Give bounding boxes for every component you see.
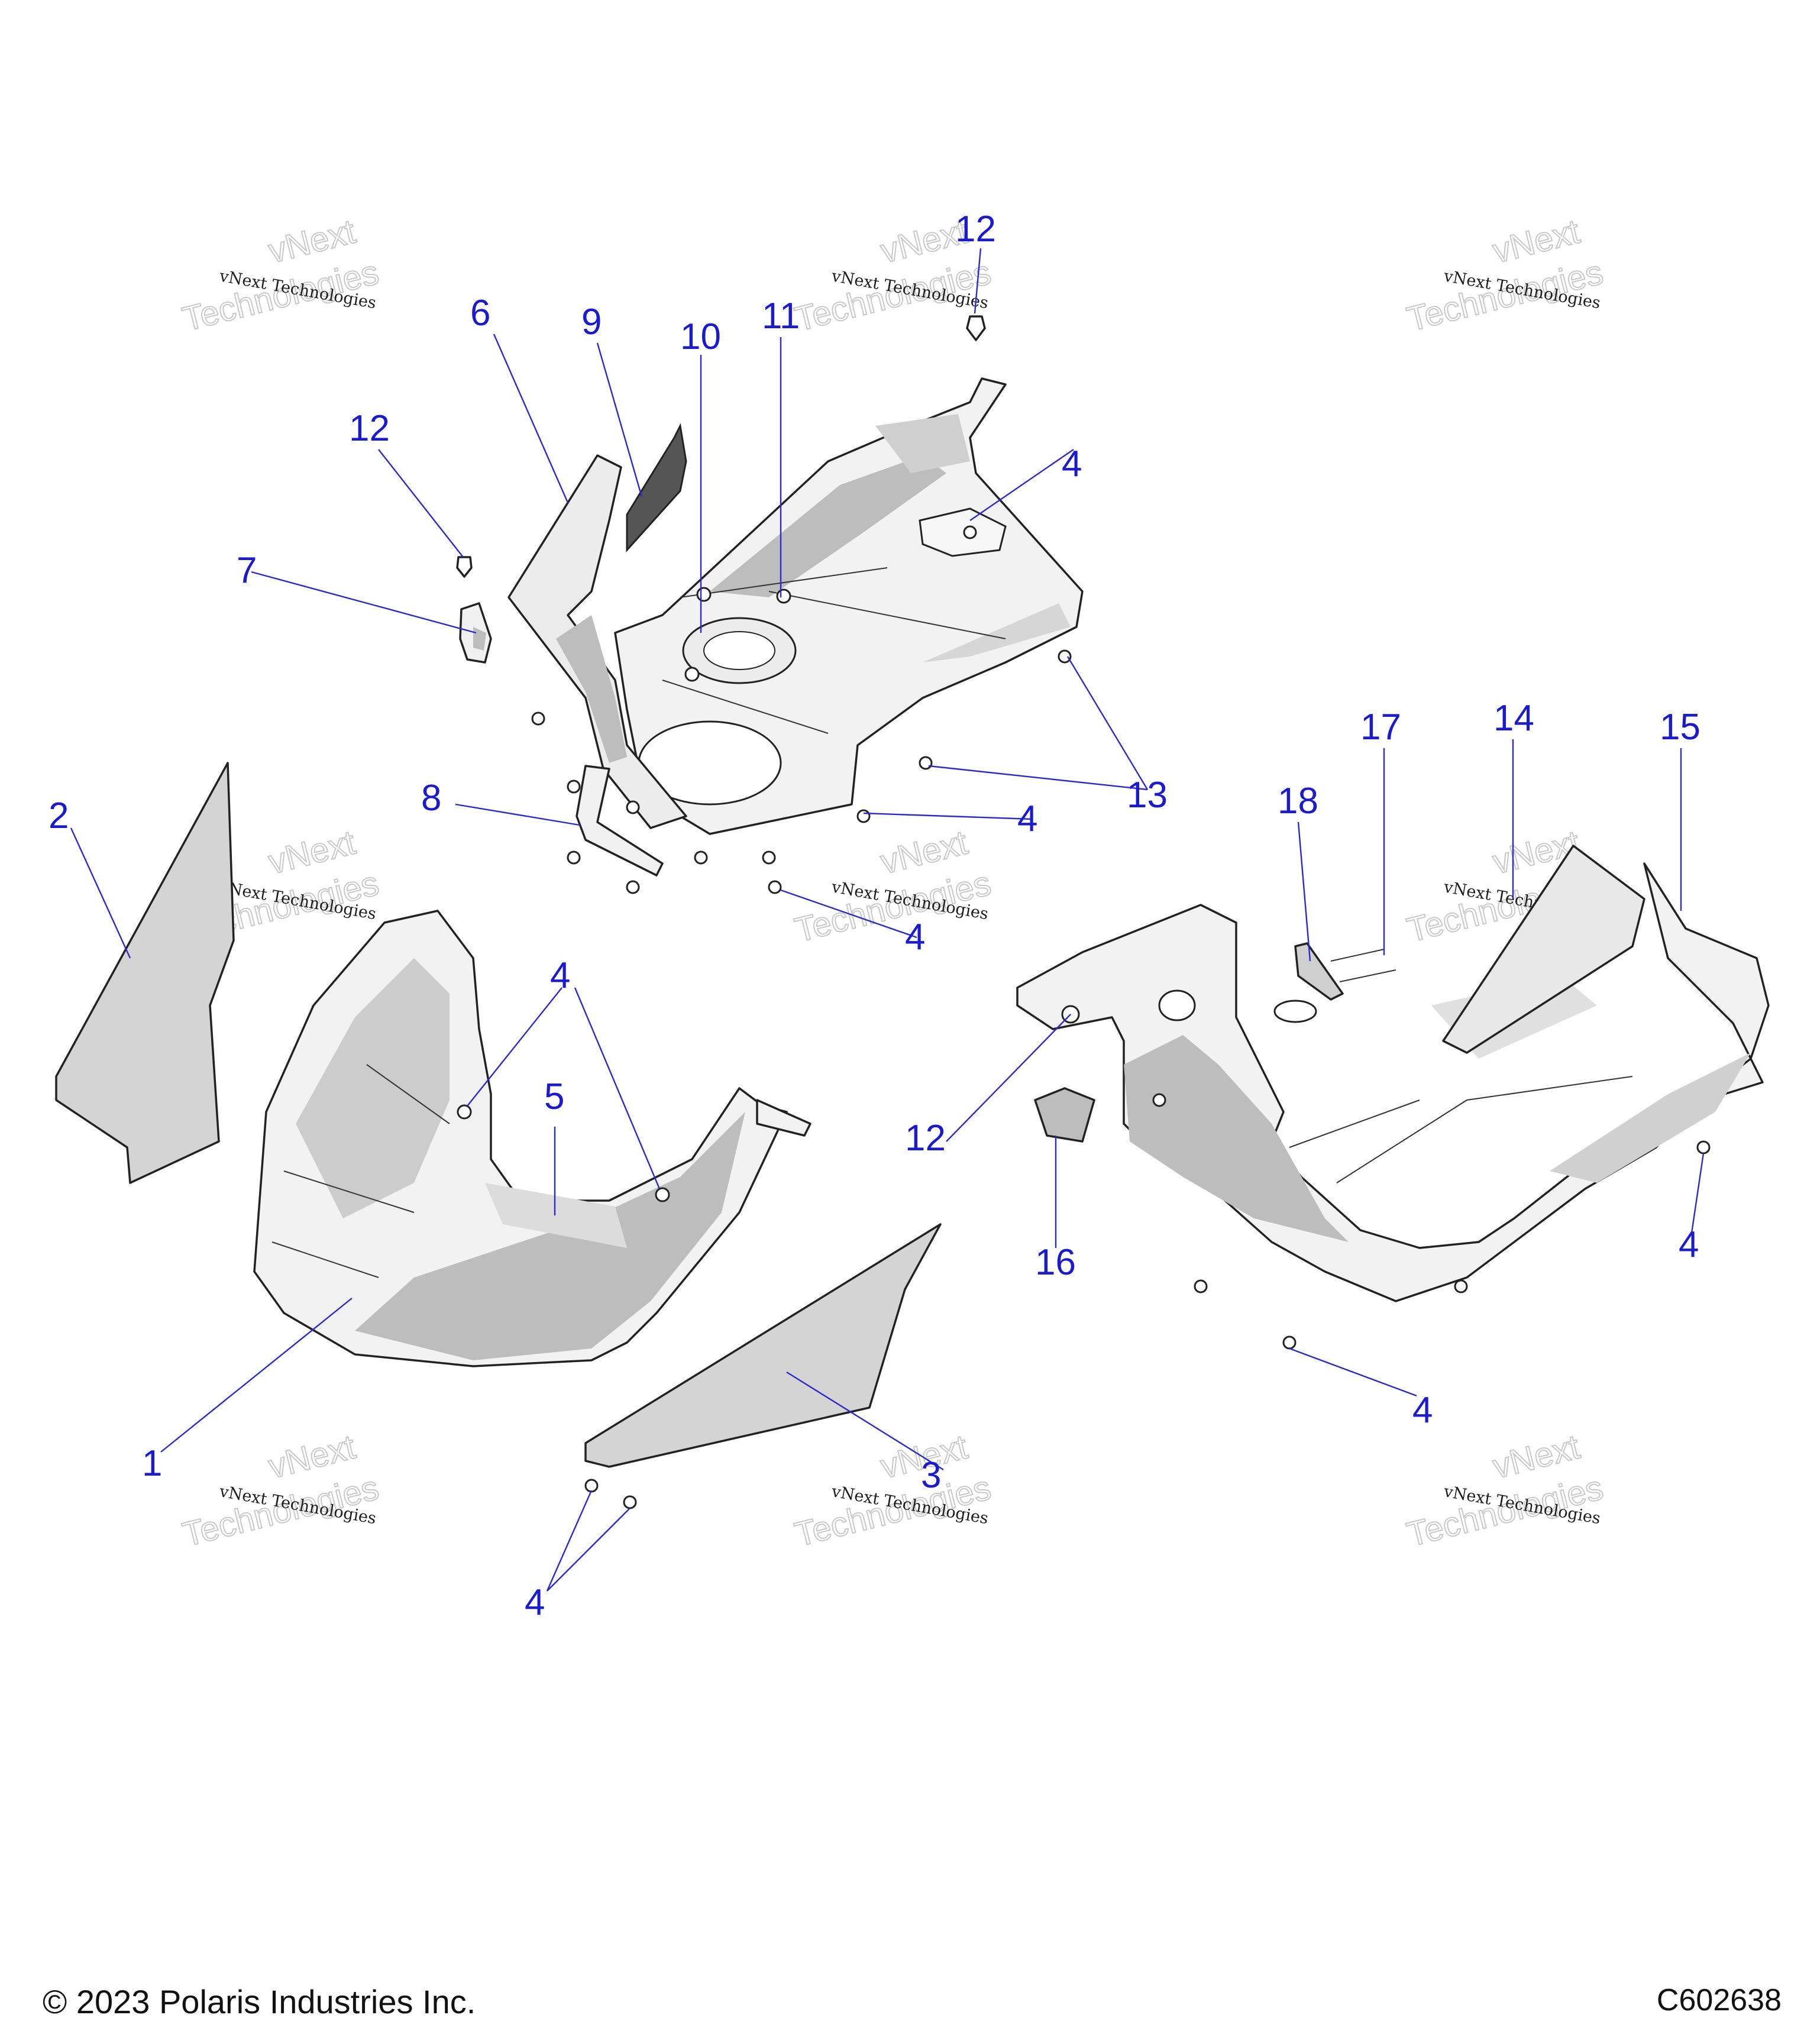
bracket-part-8 bbox=[576, 765, 664, 877]
callout-16: 16 bbox=[1035, 1242, 1076, 1283]
fastener-group-right bbox=[1194, 1140, 1711, 1350]
figure-id: C602638 bbox=[1656, 1983, 1782, 2017]
callout-17: 17 bbox=[1360, 707, 1401, 748]
bracket-part-18 bbox=[1294, 942, 1344, 1001]
watermark-mc: vNext Technologies vNext Technologies bbox=[790, 823, 995, 950]
callout-4: 4 bbox=[1412, 1390, 1433, 1431]
callout-3: 3 bbox=[921, 1455, 941, 1496]
callout-6: 6 bbox=[470, 293, 490, 334]
side-panel-part-3 bbox=[584, 1223, 942, 1468]
callout-4: 4 bbox=[550, 955, 570, 996]
side-panel-part-2 bbox=[55, 762, 235, 1184]
callout-13: 13 bbox=[1127, 775, 1168, 816]
callout-5: 5 bbox=[544, 1076, 564, 1117]
watermark-bl: vNext Technologies vNext Technologies bbox=[178, 1427, 383, 1555]
callout-4: 4 bbox=[1062, 444, 1082, 484]
callout-15: 15 bbox=[1660, 707, 1700, 748]
fastener-group-top bbox=[531, 525, 1072, 894]
fastener-group-bottom-left bbox=[584, 1479, 637, 1509]
watermark-tl: vNext Technologies vNext Technologies bbox=[178, 212, 383, 339]
callout-4: 4 bbox=[1679, 1224, 1699, 1265]
copyright-text: © 2023 Polaris Industries Inc. bbox=[43, 1983, 476, 2020]
callout-10: 10 bbox=[680, 316, 721, 357]
watermark-bc: vNext Technologies vNext Technologies bbox=[790, 1427, 995, 1555]
leader-lines bbox=[70, 248, 1705, 1592]
callout-8: 8 bbox=[421, 778, 441, 819]
belly-pan-part-10 bbox=[614, 377, 1084, 835]
callout-14: 14 bbox=[1493, 698, 1534, 739]
hood-part-1 bbox=[253, 910, 811, 1367]
callout-labels: 1 2 3 4 4 4 4 4 4 4 5 6 7 8 9 10 11 12 1… bbox=[49, 209, 1700, 1623]
callout-1: 1 bbox=[142, 1443, 162, 1484]
callout-4: 4 bbox=[525, 1582, 545, 1623]
watermark-br: vNext Technologies vNext Technologies bbox=[1402, 1427, 1607, 1555]
front-nose-assembly bbox=[1016, 862, 1770, 1302]
callout-2: 2 bbox=[49, 795, 69, 836]
callout-12: 12 bbox=[349, 408, 390, 449]
callout-4: 4 bbox=[1017, 798, 1037, 839]
callout-12: 12 bbox=[905, 1118, 946, 1159]
push-pin-part-12 bbox=[456, 556, 473, 578]
windshield-part-14 bbox=[1442, 845, 1645, 1054]
callout-18: 18 bbox=[1278, 781, 1318, 822]
push-pin-part-12 bbox=[966, 315, 986, 341]
callout-7: 7 bbox=[237, 550, 257, 591]
callout-12: 12 bbox=[955, 209, 996, 250]
bumper-block-part-16 bbox=[1034, 1087, 1095, 1143]
callout-11: 11 bbox=[762, 296, 800, 337]
foam-pad-part-9 bbox=[626, 423, 687, 552]
callout-4: 4 bbox=[905, 917, 925, 958]
watermark-tr: vNext Technologies vNext Technologies bbox=[1402, 212, 1607, 339]
callout-9: 9 bbox=[581, 302, 602, 342]
rivet-pair-part-17 bbox=[1330, 949, 1396, 982]
